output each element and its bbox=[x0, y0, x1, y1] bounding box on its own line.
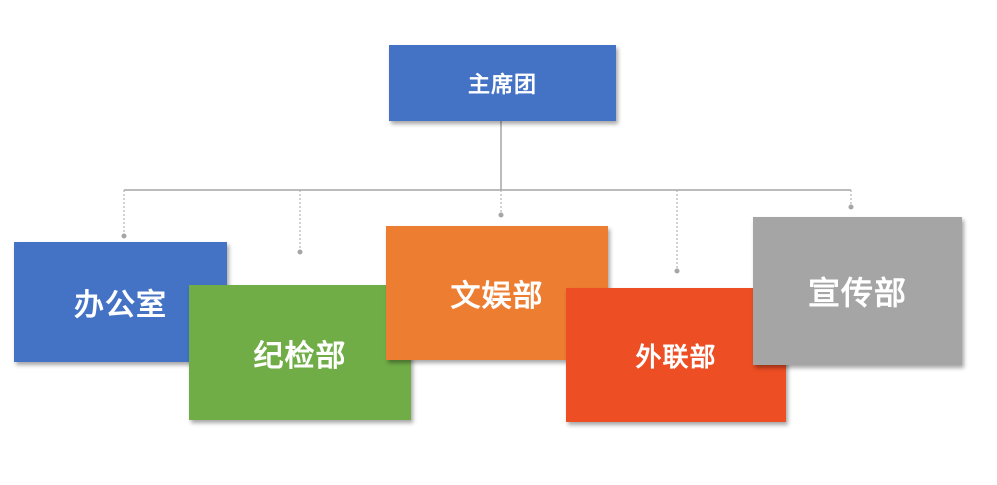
root-node-label: 主席团 bbox=[467, 73, 537, 98]
dept-node-discipline: 纪检部 bbox=[189, 285, 411, 420]
root-node-presidium: 主席团 bbox=[389, 45, 616, 121]
dot-discipline bbox=[297, 249, 303, 255]
dot-outreach bbox=[674, 268, 680, 274]
dot-entertainment bbox=[498, 212, 504, 218]
dept-node-label: 宣传部 bbox=[807, 274, 907, 312]
dot-office bbox=[121, 233, 127, 239]
dot-publicity bbox=[848, 204, 854, 210]
dept-node-publicity: 宣传部 bbox=[753, 217, 962, 365]
dept-node-label: 文娱部 bbox=[450, 279, 544, 314]
dept-node-label: 办公室 bbox=[74, 288, 167, 323]
dept-node-label: 纪检部 bbox=[253, 338, 347, 374]
dept-node-label: 外联部 bbox=[635, 342, 717, 373]
dept-node-outreach: 外联部 bbox=[566, 288, 786, 422]
